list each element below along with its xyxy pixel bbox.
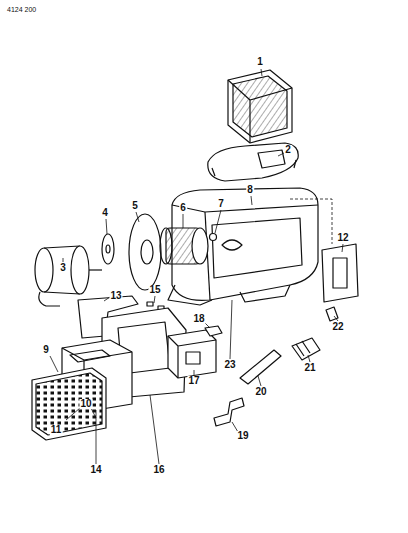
nut <box>210 234 217 241</box>
gasket <box>208 143 298 181</box>
callout-number: 10 <box>79 399 92 409</box>
callout-number: 5 <box>131 201 139 211</box>
callout-number: 8 <box>246 185 254 195</box>
filter <box>228 70 292 143</box>
cover-plate <box>322 244 358 302</box>
motor-plate <box>129 214 161 290</box>
callout-number: 7 <box>217 199 225 209</box>
callout-number: 6 <box>179 203 187 213</box>
bracket <box>214 398 244 426</box>
callout-number: 11 <box>50 425 63 435</box>
callout-number: 13 <box>109 291 122 301</box>
callout-number: 12 <box>336 233 349 243</box>
callout-number: 19 <box>236 431 249 441</box>
callout-number: 17 <box>187 376 200 386</box>
callout-number: 2 <box>284 145 292 155</box>
callout-number: 14 <box>89 465 102 475</box>
callout-number: 3 <box>59 263 67 273</box>
callout-number: 23 <box>223 360 236 370</box>
callout-number: 21 <box>303 363 316 373</box>
grille <box>32 368 106 440</box>
callout-number: 9 <box>42 345 50 355</box>
blower-motor <box>35 246 102 306</box>
callout-number: 15 <box>148 285 161 295</box>
drawing-number: 4124 200 <box>6 6 37 13</box>
actuator-block <box>168 330 216 378</box>
clip <box>205 326 222 336</box>
callout-number: 20 <box>254 387 267 397</box>
callout-number: 4 <box>101 208 109 218</box>
callout-number: 22 <box>331 322 344 332</box>
door-actuator <box>292 338 320 360</box>
callout-number: 1 <box>256 57 264 67</box>
spring <box>326 307 338 321</box>
callout-number: 18 <box>192 314 205 324</box>
callout-number: 16 <box>152 465 165 475</box>
leader-lines <box>50 69 343 464</box>
mounting-disk <box>102 234 114 264</box>
assembly-line <box>290 199 332 244</box>
blower-wheel <box>160 228 208 264</box>
link-bar <box>240 350 281 384</box>
